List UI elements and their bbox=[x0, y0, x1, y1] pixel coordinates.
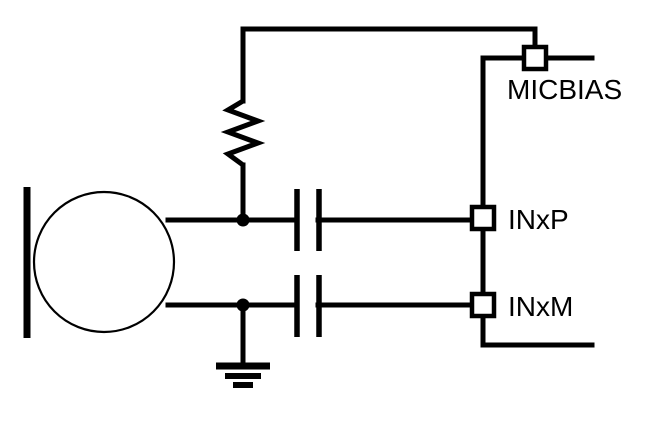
resistor-zigzag-body bbox=[220, 98, 266, 168]
junction-dot-mic-positive bbox=[236, 213, 250, 227]
ground-symbol bbox=[216, 362, 270, 388]
coupling-capacitor-top bbox=[294, 189, 322, 251]
label-micbias: MICBIAS bbox=[507, 74, 622, 105]
terminal-square-inxp[interactable] bbox=[469, 204, 497, 232]
terminal-square-inxm[interactable] bbox=[469, 291, 497, 319]
wire-micbias-to-inxp bbox=[480, 55, 525, 210]
wire-inxm-right-stub bbox=[480, 314, 595, 348]
terminal-square-micbias[interactable] bbox=[521, 44, 549, 72]
microphone-circle bbox=[32, 190, 176, 334]
wire-micbias-top-rail bbox=[240, 26, 538, 50]
label-inxm: INxM bbox=[508, 291, 573, 322]
junction-dot-mic-negative bbox=[236, 298, 250, 312]
label-inxp: INxP bbox=[508, 204, 569, 235]
coupling-capacitor-bottom bbox=[294, 275, 322, 337]
bias-resistor bbox=[220, 98, 266, 168]
microphone-symbol bbox=[23, 187, 176, 338]
